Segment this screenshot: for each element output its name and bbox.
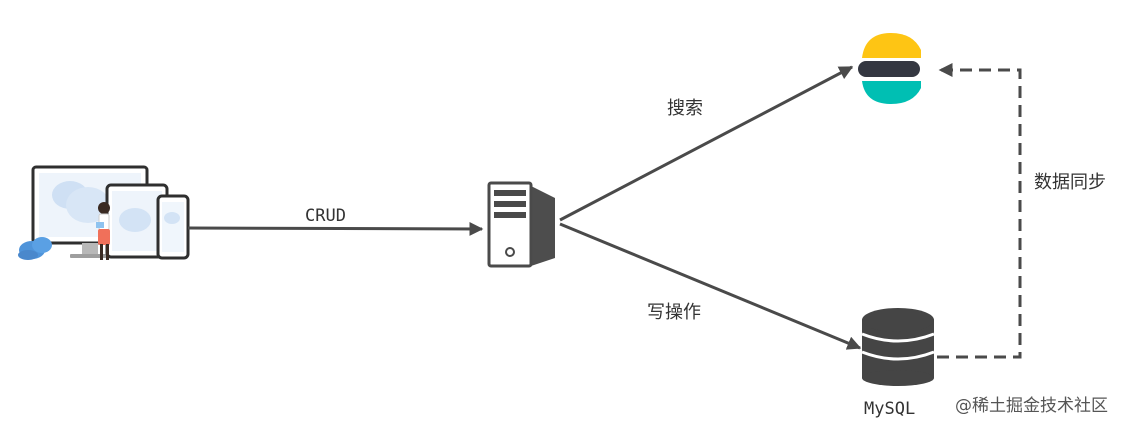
database-icon [861, 308, 935, 386]
edge-label-crud: CRUD [305, 206, 346, 226]
edge-label-data-sync: 数据同步 [1034, 172, 1106, 193]
node-label-mysql: MySQL [864, 399, 916, 419]
edge-search [559, 65, 854, 222]
edge-data-sync [937, 63, 1022, 359]
watermark: @稀土掘金技术社区 [955, 396, 1108, 416]
edge-crud [187, 221, 484, 236]
client-devices-icon [18, 165, 190, 260]
edge-label-write: 写操作 [647, 302, 701, 323]
edge-write [559, 222, 862, 350]
elasticsearch-logo-icon [858, 33, 921, 104]
edge-label-search: 搜索 [667, 98, 703, 119]
server-tower-icon [487, 181, 555, 268]
